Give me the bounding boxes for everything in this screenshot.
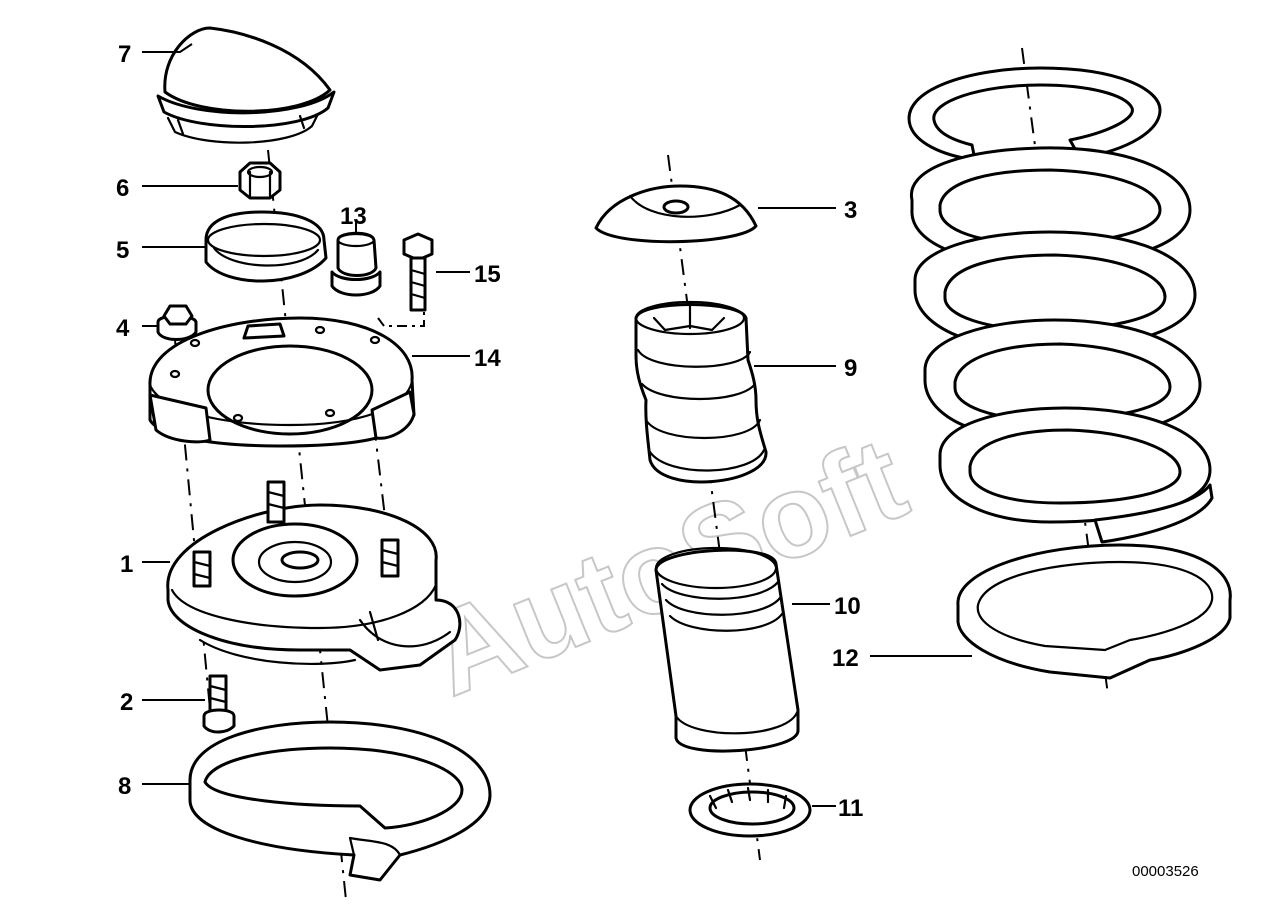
- callout-10: 10: [834, 593, 861, 620]
- part-7-dust-cap: [156, 26, 336, 144]
- callout-4: 4: [116, 315, 130, 342]
- part-13-plug: [330, 231, 382, 297]
- part-12-coil-spring: [907, 66, 1214, 544]
- callout-11: 11: [838, 795, 863, 822]
- part-5-bearing-cup: [204, 210, 328, 283]
- part-12-spring-seat: [956, 543, 1232, 680]
- callout-15: 15: [474, 261, 501, 288]
- part-4-flange-nut: [156, 304, 198, 341]
- callout-13: 13: [340, 203, 367, 230]
- leader-lines: [142, 43, 972, 807]
- part-8-spring-pad: [188, 720, 492, 882]
- part-2-stud-bolt: [202, 674, 236, 734]
- part-15-bolt: [377, 232, 434, 327]
- callout-2: 2: [120, 689, 133, 716]
- part-3-bump-cap: [594, 184, 758, 244]
- callout-3: 3: [844, 197, 857, 224]
- part-6-nut: [238, 161, 282, 200]
- callout-1: 1: [120, 551, 133, 578]
- callout-12: 12: [832, 645, 859, 672]
- callout-7: 7: [118, 41, 131, 68]
- axis-bump-stop: [667, 154, 761, 861]
- document-number: 00003526: [1132, 863, 1199, 880]
- callout-9: 9: [844, 355, 857, 382]
- part-10-protective-boot: [654, 546, 800, 753]
- callout-8: 8: [118, 773, 131, 800]
- callout-14: 14: [474, 345, 501, 372]
- callout-5: 5: [116, 237, 129, 264]
- axis-stud-left: [174, 339, 213, 731]
- part-1-studs: [192, 480, 400, 588]
- part-9-bump-stop: [634, 300, 768, 484]
- part-14-mount-plate: [148, 316, 416, 448]
- part-1-strut-support: [166, 503, 462, 672]
- part-11-clamp-ring: [688, 782, 812, 838]
- callout-6: 6: [116, 175, 129, 202]
